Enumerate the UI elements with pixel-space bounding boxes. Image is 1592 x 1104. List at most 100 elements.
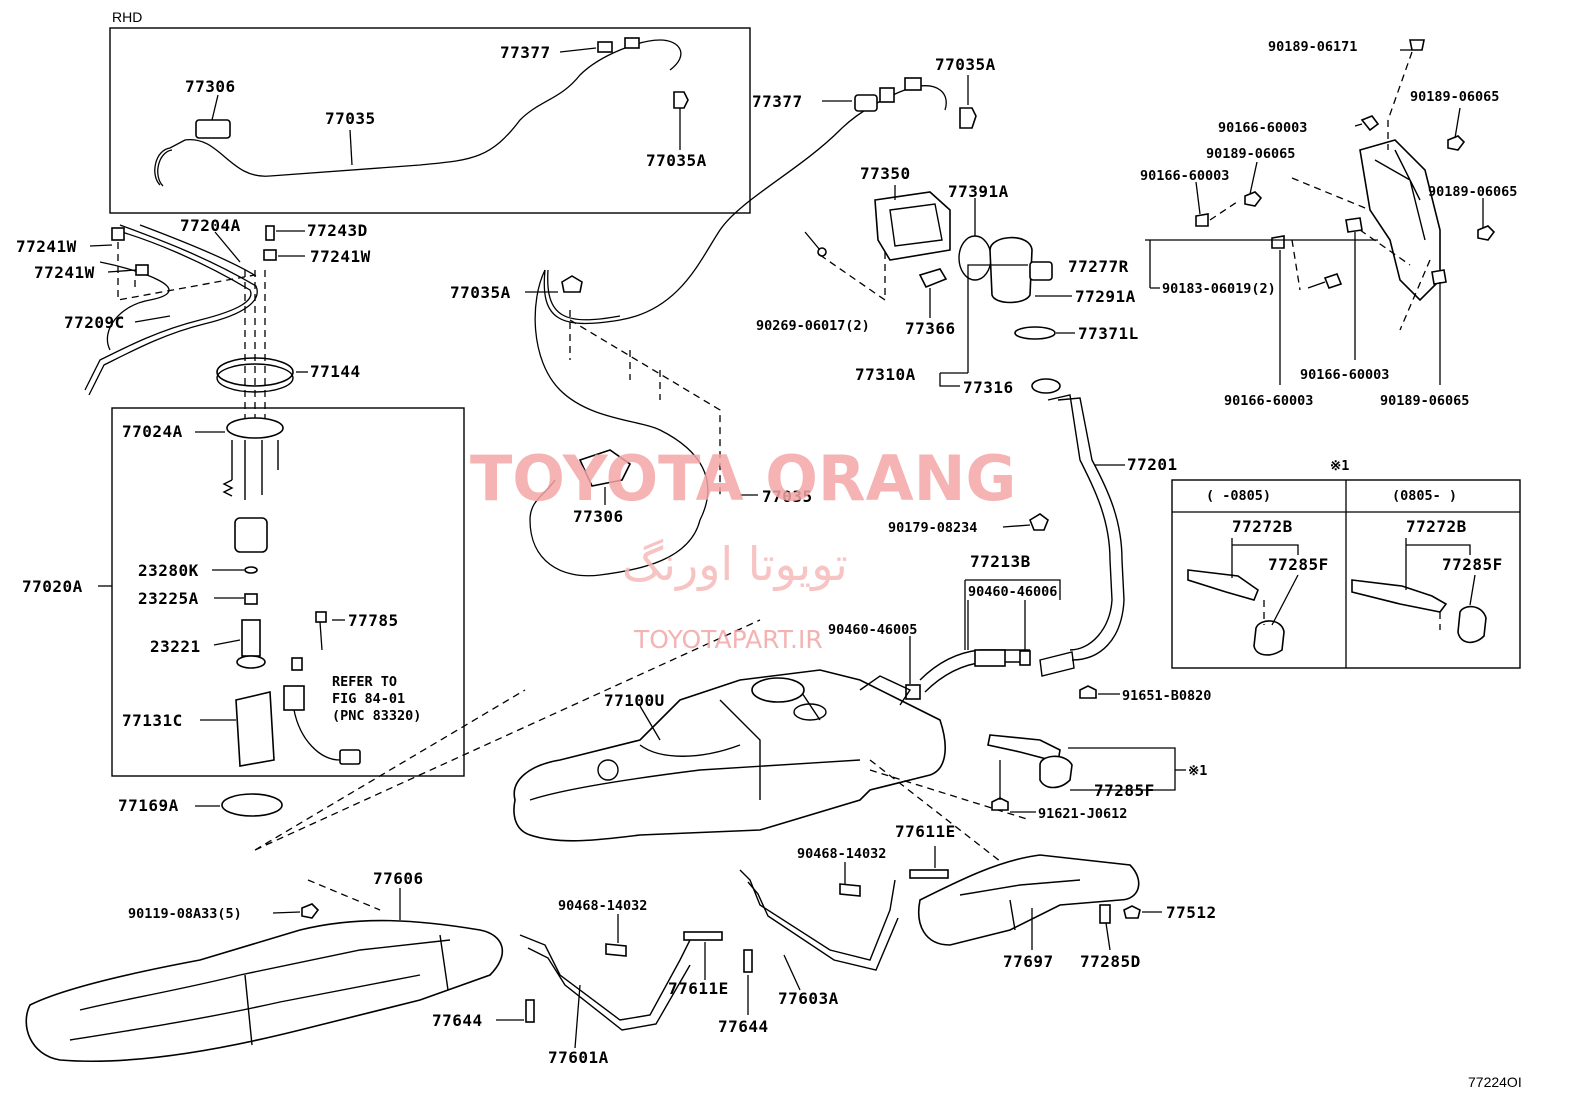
label-23221: 23221 [150,637,201,656]
label-90189-06065-a: 90189-06065 [1410,89,1499,105]
bolt-90119 [301,903,320,919]
variant-left-label-77285f: 77285F [1268,555,1329,574]
label-77241w-1: 77241W [16,237,77,256]
rhd-sender-77306 [195,119,231,139]
label-77350: 77350 [860,164,911,183]
label-90189-06065-b: 90189-06065 [1206,146,1295,162]
figure-code: 77224OI [1468,1074,1522,1090]
filler-pipe-77201 [1047,394,1113,651]
label-77201: 77201 [1127,455,1178,474]
bolt-77512 [1123,905,1141,919]
label-77035-rhd: 77035 [325,109,376,128]
clip-90189-06065-b [1244,191,1263,207]
label-77644-b: 77644 [718,1017,769,1036]
ring-77371l [1014,326,1056,340]
skid-plate-77606 [25,919,504,1063]
clip-77035a-top [959,107,977,129]
watermark-persian: تویوتا اورنگ [622,537,848,592]
label-77697: 77697 [1003,952,1054,971]
label-77603a: 77603A [778,989,839,1008]
gauge-77785 [315,611,327,623]
screw-90166-60003-b [1195,213,1209,227]
connector-77377 [854,94,878,112]
label-77241w-2: 77241W [34,263,95,282]
variant-left-label-77272b: 77272B [1232,517,1293,536]
rhd-inset: RHD 77377 77306 77035 77035A [109,9,751,214]
label-23280k: 23280K [138,561,199,580]
sender-77306 [578,449,632,487]
pump-assembly-frame-77020a [111,407,465,777]
label-77316: 77316 [963,378,1014,397]
variant-header-left: ( -0805) [1206,488,1271,504]
label-77606: 77606 [373,869,424,888]
screw-90269 [804,231,821,251]
label-90189-06065-d: 90189-06065 [1380,393,1469,409]
rhd-clip-77035a [673,91,689,109]
pump-filter-housing [234,517,268,553]
clip-77035a-mid [561,275,583,293]
label-90179: 90179-08234 [888,520,977,536]
label-77144: 77144 [310,362,361,381]
sender-cable-group: 77377 77035A 77035A 77035 77306 [450,55,995,577]
plug-77285d [1099,904,1111,924]
label-90468-bot: 90468-14032 [558,898,647,914]
label-90189-06065-c: 90189-06065 [1428,184,1517,200]
label-77277r: 77277R [1068,257,1129,276]
label-77024a: 77024A [122,422,183,441]
screw-90166-60003-a [1360,115,1380,132]
pump-bracket-77024a [226,417,284,439]
watermark: TOYOTA ORANG تویوتا اورنگ TOYOTAPART.IR [470,442,1016,654]
label-77131c: 77131C [122,711,183,730]
band-77603a [739,869,896,961]
label-77020a: 77020A [22,577,83,596]
clip-90183-06019 [1323,273,1343,289]
variant-table: ※1 ( -0805) (0805- ) 77272B 77285F 77272… [1171,458,1521,669]
refer-note-line3: (PNC 83320) [332,708,421,724]
clip-90179 [1029,513,1049,531]
clip-77241w-1 [111,227,125,241]
clip-90189-06171 [1409,39,1425,51]
label-77035: 77035 [762,487,813,506]
fuel-tank-group: 77100U [513,669,1051,901]
filler-cap-77310a [1029,261,1053,281]
label-77100u: 77100U [604,691,665,710]
label-90460-46006: 90460-46006 [968,584,1057,600]
screw-90166-60003-d [1345,217,1363,233]
bolt-90468-bot [605,943,627,957]
clamp-77285f-group: 77285F ※1 91621-J0612 [987,734,1207,822]
washer-23280k [244,566,258,574]
label-77169a: 77169A [118,796,179,815]
spring-77366 [918,268,948,289]
rhd-cable-77035 [154,39,682,186]
gasket-77316 [1031,378,1061,394]
clip-77241w-2 [135,264,149,276]
label-90166-60003-d: 90166-60003 [1224,393,1313,409]
label-77310a: 77310A [855,365,916,384]
rhd-connector-77377 [597,41,613,53]
fuel-tank-77100u [513,669,946,842]
rhd-label: RHD [112,9,142,25]
label-77377-rhd: 77377 [500,43,551,62]
label-23225a: 23225A [138,589,199,608]
pump-cushion-77131c [235,691,275,767]
label-77366: 77366 [905,319,956,338]
clip-90189-06065-c [1477,225,1496,241]
variant-right-label-77285f: 77285F [1442,555,1503,574]
variant-note-symbol: ※1 [1330,458,1349,474]
label-77306: 77306 [573,507,624,526]
bolt-77644-b [743,949,753,973]
label-90460-46005: 90460-46005 [828,622,917,638]
label-77204a: 77204A [180,216,241,235]
variant-header-right: (0805- ) [1392,488,1457,504]
clamp-77285f-main [1039,755,1073,789]
label-77512: 77512 [1166,903,1217,922]
clamp-90460-46006 [1019,650,1031,666]
rhd-frame [109,27,751,214]
variant-right-bracket [1351,579,1448,613]
lower-parts-group: 77606 90119-08A33(5) 90468-14032 77611E … [25,822,1217,1067]
label-77377: 77377 [752,92,803,111]
label-77035a-rhd: 77035A [646,151,707,170]
ring-77391a [958,235,992,281]
variant-left-bracket [1187,569,1259,601]
bolt-77611e-bot [683,931,723,941]
